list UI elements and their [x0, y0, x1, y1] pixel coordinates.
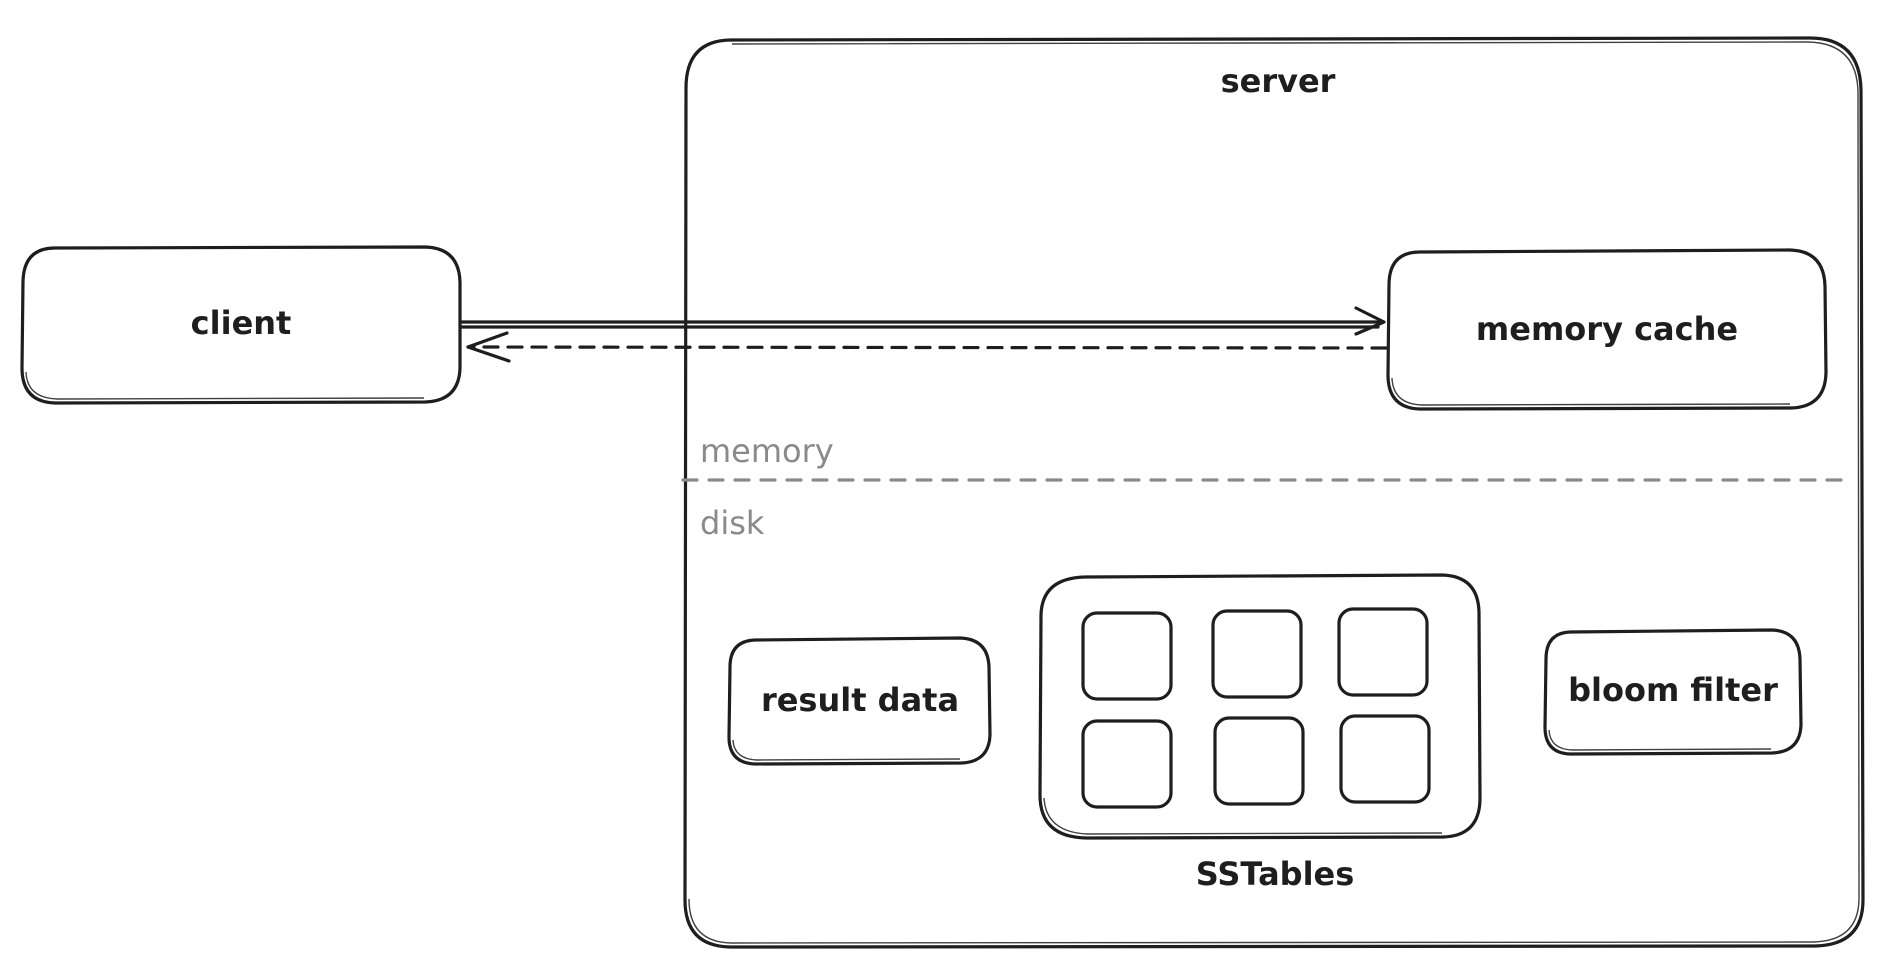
response-arrow	[466, 331, 1388, 363]
client-label: client	[191, 304, 292, 342]
sstable-block[interactable]	[1213, 716, 1305, 806]
memory-cache-label: memory cache	[1476, 310, 1738, 348]
server-label: server	[1221, 62, 1336, 100]
disk-region-label: disk	[700, 504, 765, 542]
sstable-block[interactable]	[1211, 609, 1303, 699]
bloom-filter-node[interactable]: bloom filter	[1543, 628, 1803, 756]
sstable-block[interactable]	[1081, 611, 1173, 701]
memory-region-label: memory	[700, 432, 834, 470]
result-data-label: result data	[761, 681, 959, 719]
bloom-filter-label: bloom filter	[1568, 671, 1778, 709]
sstable-block[interactable]	[1337, 607, 1429, 697]
memory-cache-node[interactable]: memory cache	[1386, 248, 1828, 411]
sstable-block[interactable]	[1339, 714, 1431, 804]
sstable-block[interactable]	[1081, 719, 1173, 809]
memory-disk-divider: memory disk	[681, 432, 1848, 542]
sstables-label: SSTables	[1196, 855, 1355, 893]
result-data-node[interactable]: result data	[727, 636, 992, 766]
sstables-group[interactable]: SSTables	[1038, 573, 1482, 893]
server-container[interactable]: server	[683, 36, 1865, 949]
client-node[interactable]: client	[20, 245, 462, 405]
request-arrow	[460, 306, 1386, 336]
